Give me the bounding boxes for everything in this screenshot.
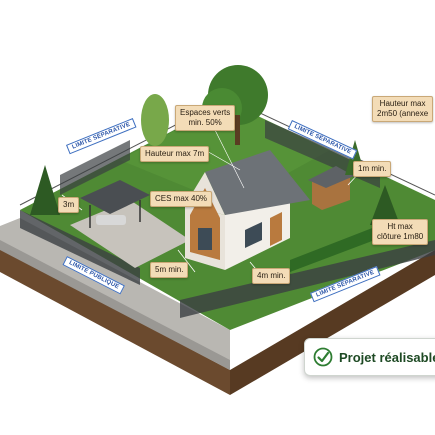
tag-recul-4m: 4m min. <box>252 268 291 284</box>
tag-recul-5m: 5m min. <box>150 262 189 278</box>
tag-line: Hauteur max 7m <box>145 149 205 158</box>
tag-line: 2m50 (annexe <box>377 109 429 118</box>
leader-line <box>204 149 241 171</box>
car <box>96 215 126 225</box>
tag-hauteur-annexe: Hauteur max 2m50 (annexe <box>372 96 434 122</box>
status-badge: Projet réalisable <box>304 338 435 376</box>
hedge <box>290 225 380 272</box>
tree-birch <box>141 94 169 146</box>
tag-hauteur-max: Hauteur max 7m <box>140 146 210 162</box>
badge-label: Projet réalisable <box>339 349 435 365</box>
tag-line: clôture 1m80 <box>377 232 424 241</box>
conifer-left <box>30 165 60 215</box>
house-side-cladding <box>270 212 282 246</box>
tree-trunk <box>235 115 240 145</box>
house-roof <box>205 150 310 215</box>
tag-line: Espaces verts <box>180 108 231 117</box>
soil-front-right <box>230 250 435 395</box>
checkmark-icon <box>313 347 333 367</box>
tag-line: Hauteur max <box>379 99 426 108</box>
fence-left-panel <box>60 140 130 195</box>
tag-line: 3m <box>63 200 75 209</box>
curb <box>0 240 230 370</box>
fence-front-right <box>180 240 435 318</box>
tag-line: 1m min. <box>358 164 387 173</box>
tag-espaces-verts: Espaces verts min. 50% <box>175 105 236 131</box>
shed-roof <box>308 166 354 188</box>
tag-ces-max: CES max 40% <box>150 191 213 207</box>
tag-line: Ht max <box>387 222 413 231</box>
tag-line: min. 50% <box>188 118 222 127</box>
tag-cloture: Ht max clôture 1m80 <box>372 219 429 245</box>
tag-line: CES max 40% <box>155 194 208 203</box>
house-window <box>198 228 212 250</box>
soil-front-left <box>0 248 230 395</box>
fence-front-left <box>20 210 140 285</box>
dim-line <box>177 249 196 273</box>
tag-line: 4m min. <box>257 271 286 280</box>
carport-roof <box>80 180 150 214</box>
tag-recul-1m: 1m min. <box>353 161 392 177</box>
leader-line <box>214 129 245 189</box>
tag-line: 5m min. <box>155 265 184 274</box>
house-side-window <box>245 222 262 248</box>
tag-recul-3m: 3m <box>58 197 80 213</box>
conifer-right <box>370 185 400 225</box>
